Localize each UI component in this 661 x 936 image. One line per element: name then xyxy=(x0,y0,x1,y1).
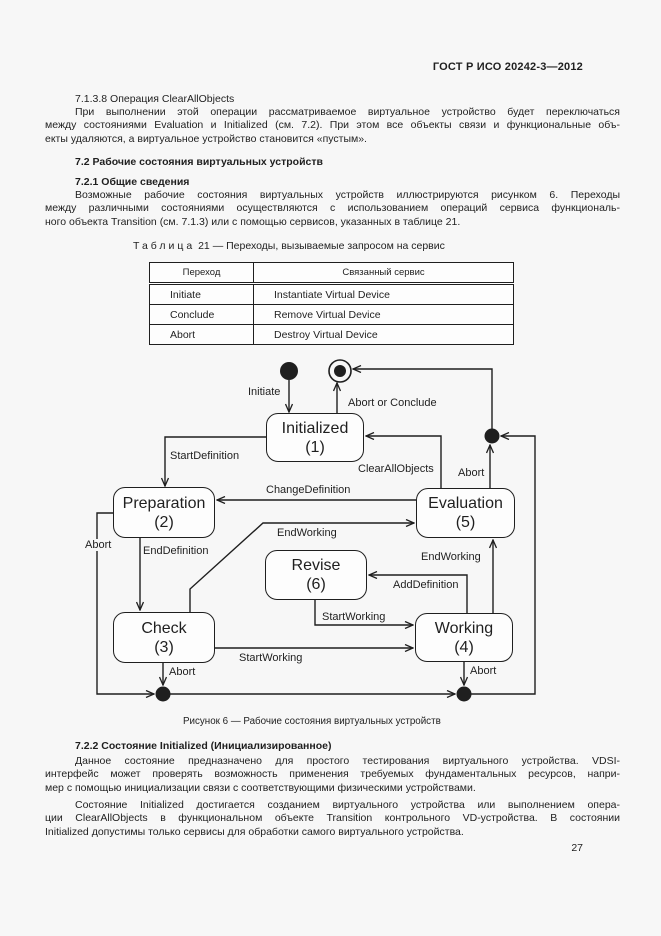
paragraph-line: между состояниями Evaluation и Initializ… xyxy=(45,119,620,132)
edge-junction-to-final xyxy=(353,369,493,429)
state-number: (6) xyxy=(306,576,326,593)
cell-service: Instantiate Virtual Device xyxy=(253,283,514,305)
paragraph-line: интерфейс может проверять возможность пр… xyxy=(45,768,620,781)
cell-service: Destroy Virtual Device xyxy=(253,324,514,345)
table-header-row: Переход Связанный сервис xyxy=(149,262,514,285)
edge-label-end-working-check: EndWorking xyxy=(276,527,338,539)
state-check: Check (3) xyxy=(113,612,215,663)
state-number: (4) xyxy=(454,638,474,656)
paragraph-1: При выполнении этой операции рассматрива… xyxy=(45,106,620,146)
paragraph-line: Initialized допустимы только сервисы для… xyxy=(45,825,464,838)
paragraph-line: екты удаляются, а виртуальное устройство… xyxy=(45,132,367,145)
paragraph-line: мер с помощью инициализации связи с соот… xyxy=(45,781,476,794)
state-name: Check xyxy=(141,619,187,637)
state-evaluation: Evaluation (5) xyxy=(416,488,515,538)
cell-transition: Conclude xyxy=(149,304,254,325)
paragraph-line: ного объекта Transition (см. 7.1.3) или … xyxy=(45,215,461,228)
paragraph-2: Возможные рабочие состояния виртуальных … xyxy=(45,189,620,229)
figure-caption: Рисунок 6 — Рабочие состояния виртуальны… xyxy=(183,716,441,727)
edge-label-start-definition: StartDefinition xyxy=(169,450,241,462)
paragraph-4: Состояние Initialized достигается создан… xyxy=(45,799,620,839)
edge-label-start-working-check: StartWorking xyxy=(238,652,304,664)
transitions-table: Переход Связанный сервис Initiate Instan… xyxy=(149,262,514,345)
edge-add-definition xyxy=(369,575,468,613)
junction-dot xyxy=(484,428,500,444)
paragraph-line: между различными состояниями осуществляю… xyxy=(45,202,620,215)
state-number: (5) xyxy=(455,514,476,531)
state-name: Revise xyxy=(291,557,341,574)
table-caption-rest: 21 — Переходы, вызываемые запросом на се… xyxy=(198,240,445,252)
column-header-service: Связанный сервис xyxy=(253,262,514,285)
edge-bottom-to-junction xyxy=(464,436,536,695)
edge-label-abort-evaluation: Abort xyxy=(457,467,486,479)
state-initialized: Initialized (1) xyxy=(266,413,364,462)
edge-abort-preparation xyxy=(96,512,154,694)
edge-label-end-working-working: EndWorking xyxy=(420,551,482,563)
edge-label-abort-working: Abort xyxy=(469,665,498,677)
section-title-721: 7.2.1 Общие сведения xyxy=(75,176,190,188)
section-title-72: 7.2 Рабочие состояния виртуальных устрой… xyxy=(75,156,323,168)
document-header: ГОСТ Р ИСО 20242-3—2012 xyxy=(432,61,583,73)
abort-junction-dot-right xyxy=(456,686,472,702)
state-name: Evaluation xyxy=(428,495,503,512)
table-row: Abort Destroy Virtual Device xyxy=(149,324,514,345)
table-caption-word: Таблица xyxy=(133,240,196,252)
column-header-transition: Переход xyxy=(149,262,254,285)
table-row: Conclude Remove Virtual Device xyxy=(149,304,514,325)
state-name: Preparation xyxy=(122,494,206,512)
edge-label-initiate: Initiate xyxy=(247,386,282,398)
page-number: 27 xyxy=(571,842,583,854)
final-state-inner-dot xyxy=(334,365,346,377)
edge-label-end-definition: EndDefinition xyxy=(142,545,210,557)
state-number: (2) xyxy=(154,513,174,531)
state-working: Working (4) xyxy=(415,613,513,662)
cell-transition: Abort xyxy=(149,324,254,345)
state-name: Working xyxy=(434,619,494,637)
paragraph-line: Данное состояние предназначено для прост… xyxy=(75,755,620,767)
edge-label-abort-check: Abort xyxy=(168,666,197,678)
abort-junction-dot-left xyxy=(155,686,171,702)
state-number: (3) xyxy=(154,638,174,656)
section-title-7138: 7.1.3.8 Операция ClearAllObjects xyxy=(75,93,235,105)
paragraph-3: Данное состояние предназначено для прост… xyxy=(45,755,620,795)
edge-start-working-revise xyxy=(314,600,413,625)
edge-clear-all-objects xyxy=(366,436,442,488)
section-title-722: 7.2.2 Состояние Initialized (Инициализир… xyxy=(75,740,332,752)
paragraph-line: Возможные рабочие состояния виртуальных … xyxy=(75,189,620,201)
table-caption: Таблица 21 — Переходы, вызываемые запрос… xyxy=(133,240,445,252)
edge-start-definition xyxy=(165,436,266,486)
edge-label-change-definition: ChangeDefinition xyxy=(265,484,352,496)
state-preparation: Preparation (2) xyxy=(113,487,215,538)
edge-label-abort-preparation: Abort xyxy=(84,539,113,551)
state-number: (1) xyxy=(305,438,325,456)
edge-label-abort-or-conclude: Abort or Conclude xyxy=(347,397,438,409)
edge-end-working-check xyxy=(189,523,414,612)
initial-state-dot xyxy=(280,362,298,380)
state-revise: Revise (6) xyxy=(265,550,367,600)
paragraph-line: ции ClearAllObjects в функциональном объ… xyxy=(45,812,620,825)
state-name: Initialized xyxy=(281,419,349,437)
paragraph-line: Состояние Initialized достигается создан… xyxy=(75,799,620,811)
paragraph-line: При выполнении этой операции рассматрива… xyxy=(75,106,620,118)
edge-label-clear-all-objects: ClearAllObjects xyxy=(357,463,435,475)
edge-label-start-working-revise: StartWorking xyxy=(321,611,387,623)
edge-label-add-definition: AddDefinition xyxy=(392,579,460,591)
final-state-ring xyxy=(328,359,352,383)
